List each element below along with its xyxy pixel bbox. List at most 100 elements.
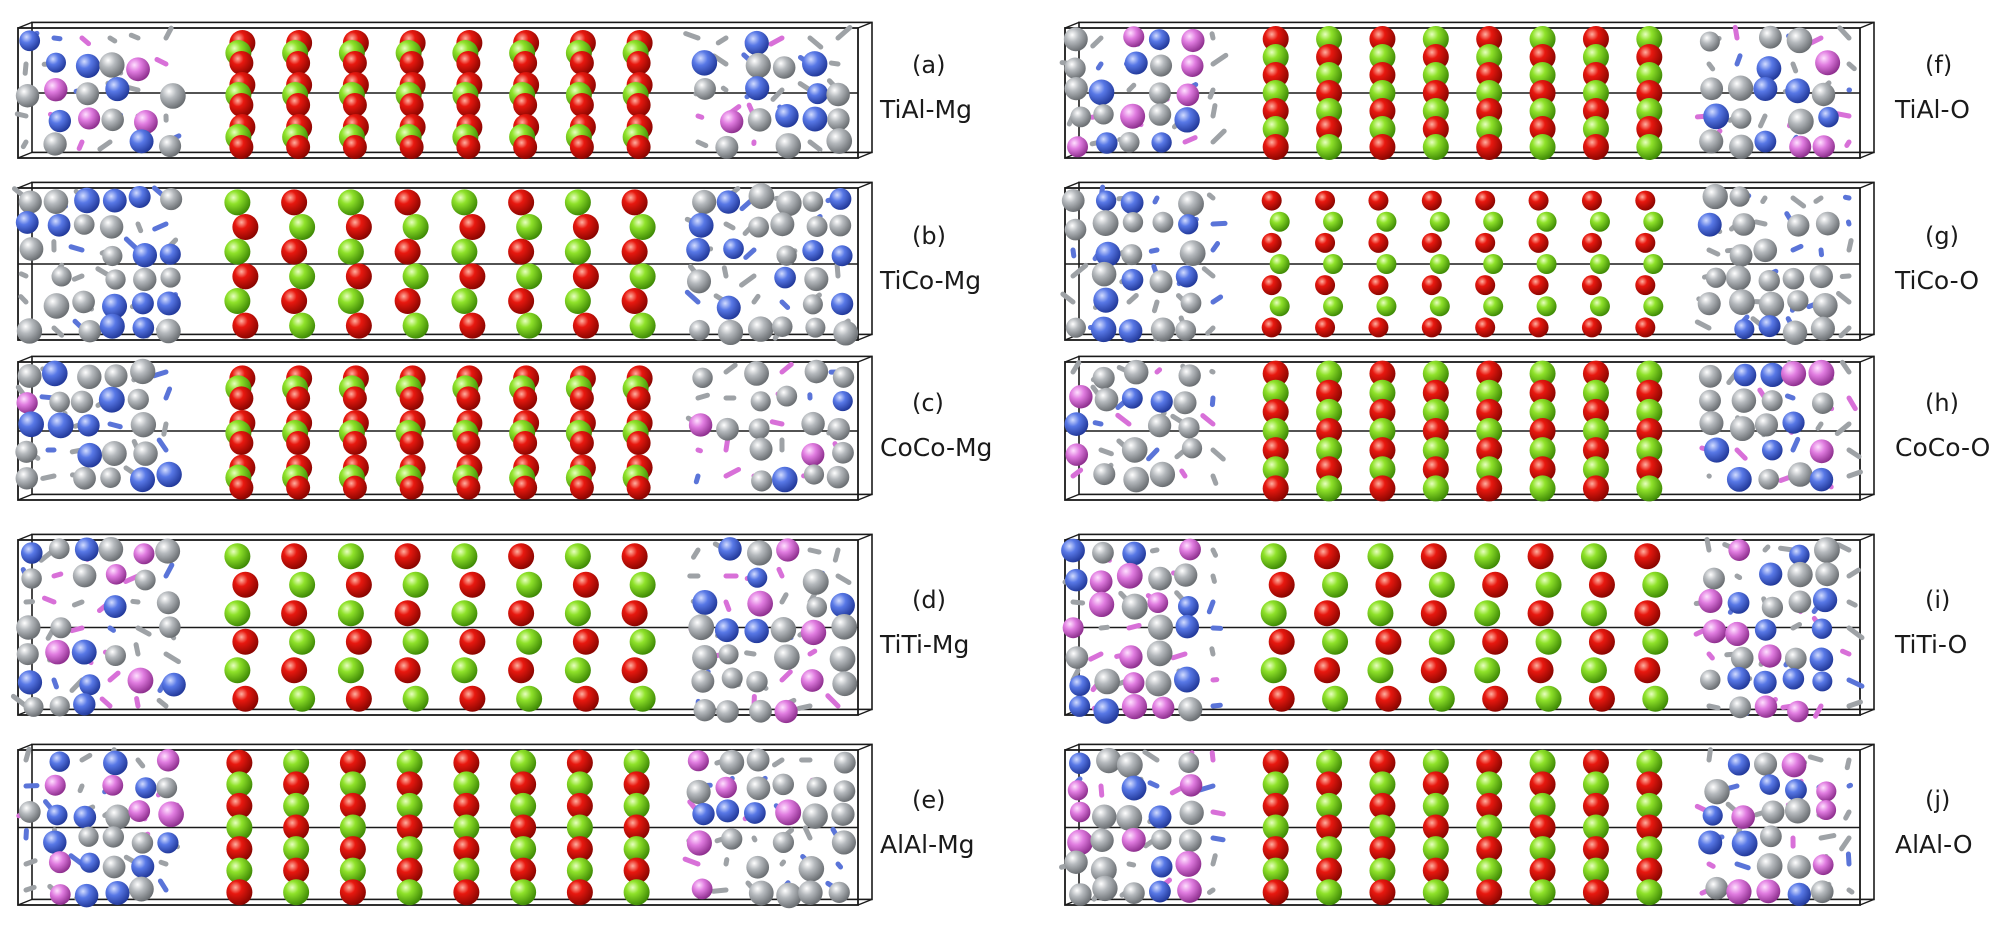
red-atom	[1528, 275, 1549, 296]
red-atom	[508, 600, 535, 627]
bond	[1210, 473, 1219, 486]
green-atom	[1429, 254, 1450, 274]
red-atom	[1316, 116, 1343, 142]
gray-atom	[1730, 646, 1754, 670]
gray-atom	[102, 245, 123, 267]
red-atom	[1582, 360, 1609, 387]
panel-f	[1059, 21, 1875, 160]
blue-atom	[1789, 544, 1810, 566]
blue-atom	[1175, 265, 1198, 288]
green-atom	[516, 263, 543, 290]
cell-frame-edge	[17, 355, 33, 363]
bond	[723, 857, 730, 867]
bond	[1142, 749, 1160, 763]
gray-atom	[693, 699, 716, 722]
bond	[1813, 195, 1824, 204]
green-atom	[1529, 26, 1556, 52]
pink-atom	[1119, 645, 1143, 669]
red-atom	[1636, 857, 1663, 884]
bond	[695, 392, 710, 401]
green-atom	[1376, 254, 1397, 274]
red-atom	[1636, 418, 1663, 444]
red-atom	[1581, 190, 1602, 211]
green-atom	[1316, 437, 1343, 464]
red-atom	[283, 814, 310, 841]
gray-atom	[104, 364, 128, 388]
blue-atom	[829, 188, 852, 210]
gray-atom	[804, 359, 829, 384]
gray-atom	[1700, 77, 1724, 101]
gray-atom	[1180, 292, 1202, 314]
bond	[1070, 247, 1077, 259]
green-atom	[629, 685, 656, 712]
green-atom	[564, 600, 591, 627]
red-atom	[1475, 190, 1496, 211]
panel-d	[10, 533, 873, 724]
red-atom	[286, 51, 311, 75]
red-atom	[396, 857, 423, 884]
green-atom	[337, 543, 364, 570]
green-atom	[289, 263, 316, 290]
red-atom	[1262, 792, 1289, 819]
red-atom	[226, 879, 253, 906]
gray-atom	[826, 465, 850, 489]
blue-atom	[1120, 191, 1144, 215]
bond	[1845, 219, 1852, 227]
green-atom	[510, 749, 537, 776]
cell-frame-back	[31, 743, 873, 901]
gray-atom	[1815, 562, 1840, 587]
blue-atom	[1756, 56, 1782, 81]
green-atom	[1323, 254, 1344, 274]
bond	[807, 547, 822, 555]
green-atom	[226, 814, 253, 841]
gray-atom	[1810, 880, 1834, 904]
bond	[157, 878, 169, 893]
pink-atom	[78, 107, 101, 130]
pink-atom	[158, 801, 184, 828]
blue-atom	[1785, 779, 1807, 801]
blue-atom	[135, 777, 157, 799]
gray-atom	[747, 108, 772, 132]
red-atom	[1315, 275, 1336, 296]
pink-atom	[686, 830, 712, 856]
green-atom	[337, 189, 364, 216]
green-atom	[453, 857, 480, 884]
green-atom	[1369, 80, 1396, 106]
green-atom	[1369, 418, 1396, 444]
bond	[99, 696, 113, 709]
bond	[1840, 648, 1852, 657]
green-atom	[1260, 543, 1287, 570]
panel-c	[15, 355, 873, 501]
green-atom	[566, 857, 593, 884]
gray-atom	[801, 411, 825, 436]
bond	[1844, 757, 1852, 771]
panel-letter-h: (h)	[1925, 389, 1959, 417]
green-atom	[283, 879, 310, 906]
red-atom	[1482, 628, 1509, 655]
red-atom	[453, 879, 480, 906]
gray-atom	[716, 417, 739, 441]
pink-atom	[1812, 854, 1834, 876]
red-atom	[569, 51, 594, 75]
blue-atom	[1761, 439, 1783, 461]
green-atom	[1422, 98, 1449, 124]
green-atom	[1582, 771, 1609, 798]
red-atom	[508, 238, 535, 265]
gray-atom	[746, 748, 770, 772]
gray-atom	[1699, 389, 1721, 412]
bond	[1197, 783, 1216, 793]
pink-atom	[774, 699, 798, 724]
blue-atom	[1090, 316, 1117, 343]
bond	[1210, 573, 1217, 584]
gray-atom	[160, 83, 186, 109]
green-atom	[1269, 296, 1290, 317]
green-atom	[1323, 296, 1344, 317]
gray-atom	[105, 645, 126, 667]
bond	[828, 60, 841, 67]
blue-atom	[1787, 882, 1811, 907]
panel-letter-a: (a)	[912, 51, 946, 79]
panel-i	[1061, 533, 1875, 724]
red-atom	[345, 263, 372, 290]
red-atom	[1316, 418, 1343, 444]
cell-frame-edge	[17, 21, 33, 29]
